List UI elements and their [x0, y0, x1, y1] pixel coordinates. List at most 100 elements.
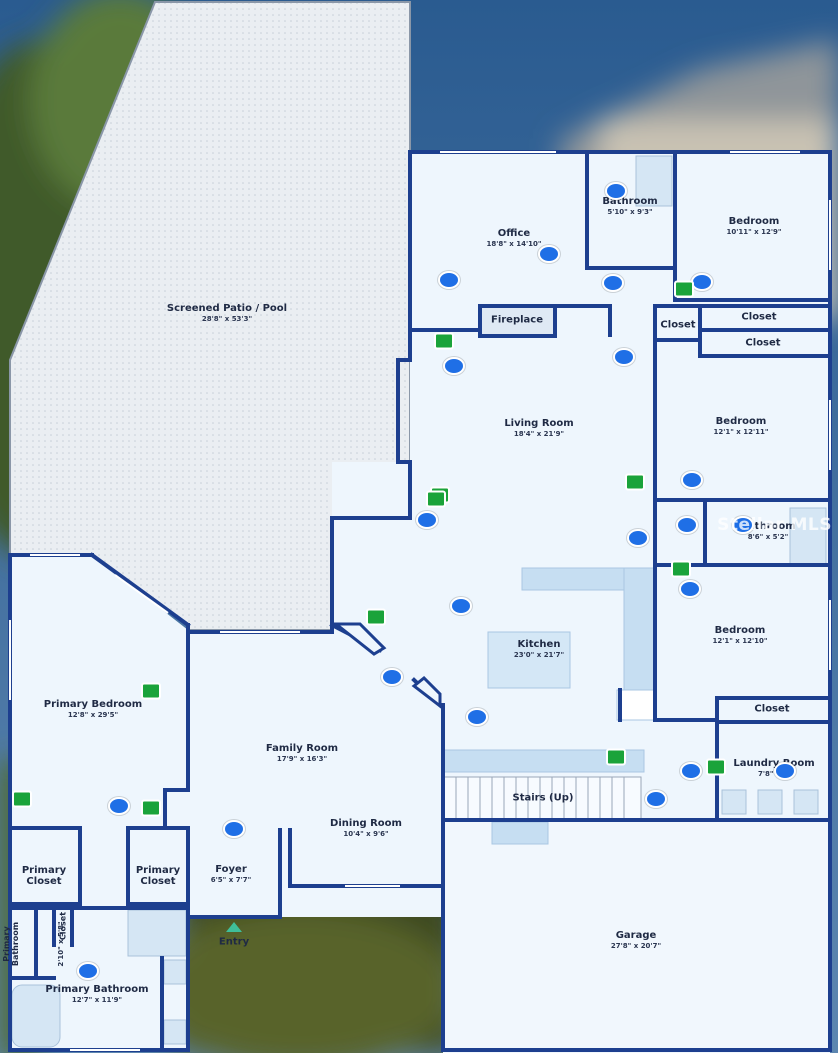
- camera-marker-icon[interactable]: [416, 511, 438, 529]
- camera-marker-icon[interactable]: [605, 182, 627, 200]
- windows: [9, 151, 831, 1051]
- room-name: Foyer: [215, 864, 247, 876]
- camera-marker-icon[interactable]: [443, 357, 465, 375]
- room-name: Closet: [745, 337, 781, 349]
- room-label-primary-closet-1: Primary Closet: [22, 828, 66, 906]
- photo-marker-icon[interactable]: [434, 332, 454, 350]
- photo-marker-icon[interactable]: [141, 799, 161, 817]
- room-label-bed-mid: Bedroom 12'1" x 12'11": [713, 416, 768, 436]
- room-name: Closet: [660, 319, 696, 331]
- photo-marker-icon[interactable]: [706, 758, 726, 776]
- photo-marker-icon[interactable]: [671, 560, 691, 578]
- room-name: Living Room: [504, 418, 574, 430]
- floor-garage: [443, 820, 830, 1053]
- room-label-foyer: Foyer 6'5" x 7'7": [211, 864, 251, 884]
- room-name: Bedroom: [728, 216, 780, 228]
- bath-fixtures: [11, 155, 827, 1048]
- room-dims: 10'11" x 12'9": [726, 227, 782, 236]
- room-label-closet-a: Closet: [660, 319, 695, 331]
- room-dims: 12'7" x 11'9": [71, 995, 123, 1004]
- photo-marker-icon[interactable]: [141, 682, 161, 700]
- room-dims: 23'0" x 21'7": [513, 650, 565, 659]
- room-name: Closet: [741, 311, 777, 323]
- room-name: Fireplace: [490, 314, 544, 326]
- camera-marker-icon[interactable]: [774, 762, 796, 780]
- room-dims: 6'5" x 7'7": [210, 875, 252, 884]
- photo-marker-icon[interactable]: [366, 608, 386, 626]
- walls: [8, 150, 832, 1052]
- camera-marker-icon[interactable]: [538, 245, 560, 263]
- room-label-closet-e: Closet: [58, 912, 67, 940]
- angle-stubs: [331, 622, 442, 710]
- room-dims: 28'8" x 53'3": [201, 314, 253, 323]
- room-label-primary-bath: Primary Bathroom 12'7" x 11'9": [45, 984, 148, 1004]
- photo-marker-icon[interactable]: [606, 748, 626, 766]
- room-dims: 5'10" x 9'3": [607, 207, 653, 216]
- room-name: Dining Room: [330, 818, 402, 830]
- room-dims: 10'4" x 9'6": [343, 829, 389, 838]
- room-dims: 12'1" x 12'10": [712, 636, 768, 645]
- room-label-living: Living Room 18'4" x 21'9": [504, 418, 573, 438]
- camera-marker-icon[interactable]: [613, 348, 635, 366]
- room-label-closet-b: Closet: [741, 311, 776, 323]
- room-label-stairs: Stairs (Up): [513, 792, 574, 804]
- room-name: Screened Patio / Pool: [166, 303, 288, 315]
- camera-marker-icon[interactable]: [77, 962, 99, 980]
- room-dims: 8'6" x 5'2": [747, 532, 789, 541]
- room-name: Bedroom: [715, 416, 767, 428]
- entry-arrow-icon: [226, 922, 242, 932]
- room-name: Kitchen: [517, 639, 561, 651]
- room-label-dining: Dining Room 10'4" x 9'6": [330, 818, 402, 838]
- camera-marker-icon[interactable]: [679, 580, 701, 598]
- camera-marker-icon[interactable]: [223, 820, 245, 838]
- fireplace-hearth: [482, 308, 553, 334]
- camera-marker-icon[interactable]: [381, 668, 403, 686]
- room-name: Closet: [58, 911, 68, 941]
- photo-marker-icon[interactable]: [625, 473, 645, 491]
- room-name: Laundry Room: [733, 758, 815, 770]
- room-label-closet-d: Closet: [754, 703, 789, 715]
- room-label-kitchen: Kitchen 23'0" x 21'7": [514, 639, 564, 659]
- camera-marker-icon[interactable]: [732, 516, 754, 534]
- entry-label: Entry: [218, 936, 250, 948]
- camera-marker-icon[interactable]: [680, 762, 702, 780]
- camera-marker-icon[interactable]: [627, 529, 649, 547]
- room-name: Primary Bedroom: [43, 699, 143, 711]
- camera-marker-icon[interactable]: [691, 273, 713, 291]
- room-name: Primary Closet: [135, 864, 181, 888]
- room-label-bath-top: Bathroom 5'10" x 9'3": [602, 196, 657, 216]
- room-label-bed-top: Bedroom 10'11" x 12'9": [726, 216, 781, 236]
- room-label-closet-c: Closet: [745, 337, 780, 349]
- camera-marker-icon[interactable]: [450, 597, 472, 615]
- room-dims: 27'8" x 20'7": [610, 941, 662, 950]
- camera-marker-icon[interactable]: [645, 790, 667, 808]
- camera-marker-icon[interactable]: [108, 797, 130, 815]
- room-label-patio: Screened Patio / Pool 28'8" x 53'3": [167, 303, 287, 323]
- photo-marker-icon[interactable]: [674, 280, 694, 298]
- camera-marker-icon[interactable]: [466, 708, 488, 726]
- camera-marker-icon[interactable]: [438, 271, 460, 289]
- room-label-primary-bath-small: Primary Bathroom 2'10" x 5'8": [0, 921, 83, 966]
- room-label-office: Office 18'8" x 14'10": [486, 228, 541, 248]
- camera-marker-icon[interactable]: [602, 274, 624, 292]
- watermark-logo: Stellar MLS: [717, 515, 832, 535]
- room-dims: 17'9" x 16'3": [276, 754, 328, 763]
- room-dims: 18'8" x 14'10": [486, 239, 542, 248]
- camera-marker-icon[interactable]: [676, 516, 698, 534]
- room-label-bed-low: Bedroom 12'1" x 12'10": [712, 625, 767, 645]
- room-label-primary-bed: Primary Bedroom 12'8" x 29'5": [44, 699, 142, 719]
- room-name: Primary Closet: [21, 864, 67, 888]
- room-label-garage: Garage 27'8" x 20'7": [611, 930, 661, 950]
- room-label-primary-closet-2: Primary Closet: [136, 828, 180, 906]
- room-name: Stairs (Up): [512, 792, 574, 804]
- photo-marker-icon[interactable]: [12, 790, 32, 808]
- room-dims: 12'1" x 12'11": [713, 427, 769, 436]
- room-name: Office: [497, 228, 531, 240]
- room-label-family: Family Room 17'9" x 16'3": [266, 743, 338, 763]
- photo-marker-icon[interactable]: [426, 490, 446, 508]
- room-name: Garage: [615, 930, 657, 942]
- camera-marker-icon[interactable]: [681, 471, 703, 489]
- stairs: [443, 776, 642, 820]
- room-label-fireplace: Fireplace: [491, 314, 543, 326]
- room-name: Family Room: [265, 743, 339, 755]
